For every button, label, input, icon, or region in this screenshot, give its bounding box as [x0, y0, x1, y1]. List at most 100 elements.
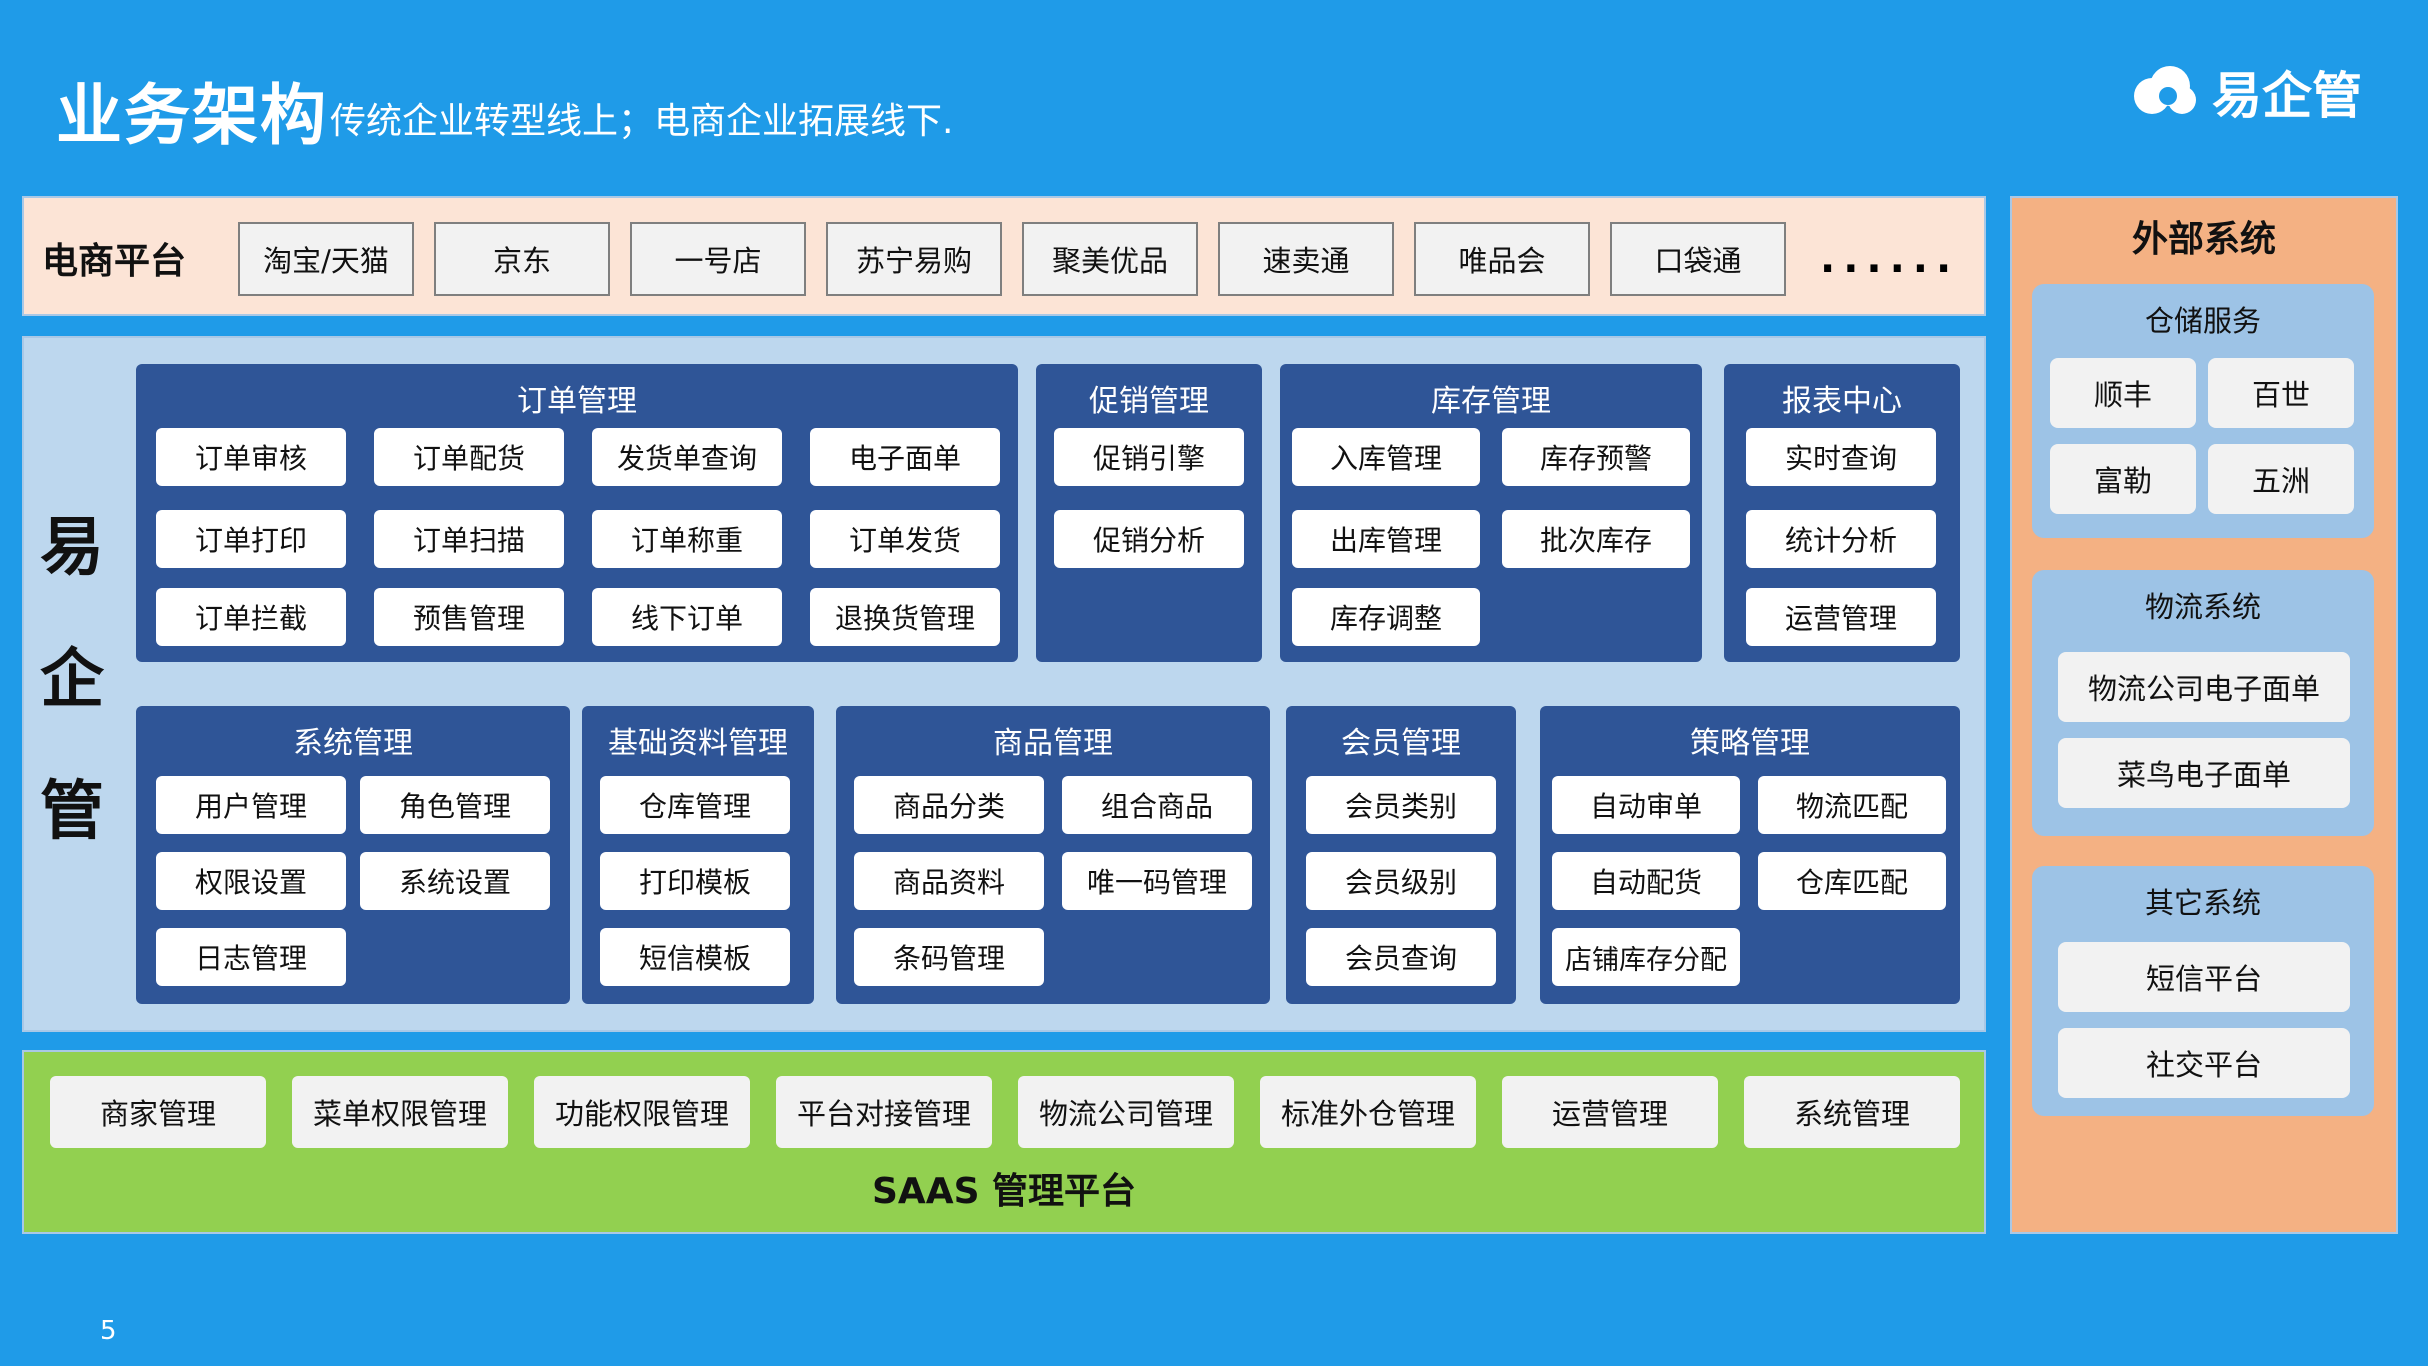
external-group-warehouse: 仓储服务 顺丰 百世 富勒 五洲	[2032, 284, 2374, 538]
module-item: 电子面单	[810, 428, 1000, 486]
module-item: 订单打印	[156, 510, 346, 568]
module-item: 退换货管理	[810, 588, 1000, 646]
external-item: 物流公司电子面单	[2058, 652, 2350, 722]
module-item: 唯一码管理	[1062, 852, 1252, 910]
module-item: 日志管理	[156, 928, 346, 986]
module-item: 自动配货	[1552, 852, 1740, 910]
external-group-title: 物流系统	[2144, 590, 2261, 624]
module-item: 预售管理	[374, 588, 564, 646]
platform-box: 唯品会	[1414, 222, 1590, 296]
module-system-management: 系统管理 用户管理 角色管理 权限设置 系统设置 日志管理	[136, 706, 570, 1004]
external-item: 社交平台	[2058, 1028, 2350, 1098]
saas-item: 标准外仓管理	[1260, 1076, 1476, 1148]
platform-box: 速卖通	[1218, 222, 1394, 296]
saas-item: 菜单权限管理	[292, 1076, 508, 1148]
saas-title: SAAS 管理平台	[871, 1171, 1137, 1212]
module-item: 订单拦截	[156, 588, 346, 646]
module-item: 库存调整	[1292, 588, 1480, 646]
module-item: 仓库匹配	[1758, 852, 1946, 910]
ecommerce-label: 电商平台	[42, 241, 187, 282]
external-item: 五洲	[2208, 444, 2354, 514]
external-group-title: 仓储服务	[2144, 304, 2261, 338]
module-item: 组合商品	[1062, 776, 1252, 834]
module-title: 库存管理	[1431, 384, 1551, 419]
module-promotion-management: 促销管理 促销引擎 促销分析	[1036, 364, 1262, 662]
external-group-title: 其它系统	[2144, 886, 2261, 920]
module-title: 基础资料管理	[608, 726, 788, 761]
saas-item: 物流公司管理	[1018, 1076, 1234, 1148]
saas-item: 商家管理	[50, 1076, 266, 1148]
module-title: 促销管理	[1089, 384, 1209, 419]
module-report-center: 报表中心 实时查询 统计分析 运营管理	[1724, 364, 1960, 662]
saas-item: 平台对接管理	[776, 1076, 992, 1148]
module-item: 库存预警	[1502, 428, 1690, 486]
module-item: 线下订单	[592, 588, 782, 646]
module-item: 实时查询	[1746, 428, 1936, 486]
cloud-logo-icon	[2134, 66, 2196, 114]
module-item: 用户管理	[156, 776, 346, 834]
platform-box: 聚美优品	[1022, 222, 1198, 296]
module-title: 策略管理	[1690, 726, 1810, 761]
module-item: 商品资料	[854, 852, 1044, 910]
module-item: 订单审核	[156, 428, 346, 486]
vertical-label-char: 管	[40, 775, 104, 849]
external-systems-title: 外部系统	[2131, 219, 2276, 260]
module-title: 订单管理	[517, 384, 637, 419]
module-item: 运营管理	[1746, 588, 1936, 646]
platform-box: 苏宁易购	[826, 222, 1002, 296]
vertical-label-char: 易	[40, 511, 104, 585]
module-item: 条码管理	[854, 928, 1044, 986]
module-inventory-management: 库存管理 入库管理 库存预警 出库管理 批次库存 库存调整	[1280, 364, 1702, 662]
saas-item: 系统管理	[1744, 1076, 1960, 1148]
vertical-label-char: 企	[40, 643, 104, 717]
module-item: 入库管理	[1292, 428, 1480, 486]
external-item: 百世	[2208, 358, 2354, 428]
external-item: 富勒	[2050, 444, 2196, 514]
module-basic-data-management: 基础资料管理 仓库管理 打印模板 短信模板	[582, 706, 814, 1004]
platform-box: 一号店	[630, 222, 806, 296]
module-product-management: 商品管理 商品分类 组合商品 商品资料 唯一码管理 条码管理	[836, 706, 1270, 1004]
module-item: 订单称重	[592, 510, 782, 568]
module-item: 系统设置	[360, 852, 550, 910]
page-number: 5	[100, 1316, 117, 1346]
page-subtitle: 传统企业转型线上；电商企业拓展线下.	[330, 101, 954, 142]
external-group-other: 其它系统 短信平台 社交平台	[2032, 866, 2374, 1116]
logo-text: 易企管	[2212, 67, 2362, 125]
external-group-logistics: 物流系统 物流公司电子面单 菜鸟电子面单	[2032, 570, 2374, 836]
module-item: 订单配货	[374, 428, 564, 486]
external-item: 短信平台	[2058, 942, 2350, 1012]
saas-item: 功能权限管理	[534, 1076, 750, 1148]
module-item: 仓库管理	[600, 776, 790, 834]
module-item: 物流匹配	[1758, 776, 1946, 834]
external-item: 顺丰	[2050, 358, 2196, 428]
module-member-management: 会员管理 会员类别 会员级别 会员查询	[1286, 706, 1516, 1004]
module-title: 报表中心	[1782, 384, 1902, 419]
module-item: 权限设置	[156, 852, 346, 910]
module-title: 会员管理	[1341, 726, 1461, 761]
external-item: 菜鸟电子面单	[2058, 738, 2350, 808]
module-item: 出库管理	[1292, 510, 1480, 568]
module-item: 会员类别	[1306, 776, 1496, 834]
module-item: 订单扫描	[374, 510, 564, 568]
page-title: 业务架构	[56, 77, 328, 154]
platform-box: 口袋通	[1610, 222, 1786, 296]
module-item: 促销分析	[1054, 510, 1244, 568]
module-title: 商品管理	[993, 726, 1113, 761]
module-order-management: 订单管理 订单审核 订单配货 发货单查询 电子面单 订单打印 订单扫描 订单称重…	[136, 364, 1018, 662]
module-item: 会员级别	[1306, 852, 1496, 910]
module-item: 店铺库存分配	[1552, 928, 1740, 986]
module-item: 会员查询	[1306, 928, 1496, 986]
logo: 易企管	[2128, 52, 2362, 132]
module-item: 批次库存	[1502, 510, 1690, 568]
more-ellipsis: ......	[1820, 236, 1960, 282]
module-strategy-management: 策略管理 自动审单 物流匹配 自动配货 仓库匹配 店铺库存分配	[1540, 706, 1960, 1004]
saas-item: 运营管理	[1502, 1076, 1718, 1148]
module-item: 自动审单	[1552, 776, 1740, 834]
module-item: 短信模板	[600, 928, 790, 986]
module-item: 订单发货	[810, 510, 1000, 568]
module-title: 系统管理	[293, 726, 413, 761]
module-item: 商品分类	[854, 776, 1044, 834]
module-item: 角色管理	[360, 776, 550, 834]
platform-box: 京东	[434, 222, 610, 296]
module-item: 促销引擎	[1054, 428, 1244, 486]
